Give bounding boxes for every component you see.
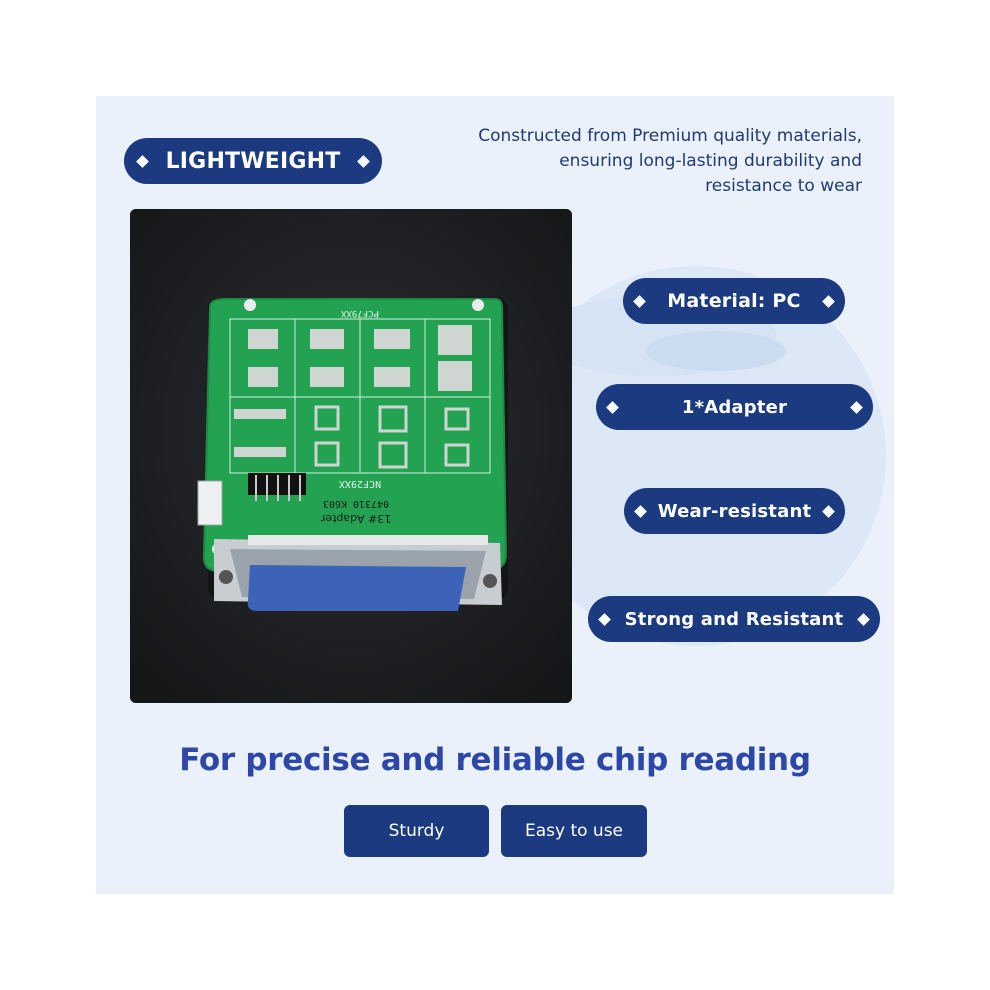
easy-to-use-label: Easy to use bbox=[524, 821, 624, 841]
pcb-adapter-image: PCF79XX NCF29XX 047310 K603 13# Adapter bbox=[130, 209, 572, 703]
sturdy-button[interactable]: Sturdy bbox=[344, 805, 489, 857]
badge-adapter: 1*Adapter bbox=[596, 384, 873, 430]
sturdy-label: Sturdy bbox=[388, 821, 445, 841]
easy-to-use-button[interactable]: Easy to use bbox=[501, 805, 647, 857]
badge-lightweight: LIGHTWEIGHT bbox=[124, 138, 382, 184]
product-photo: PCF79XX NCF29XX 047310 K603 13# Adapter bbox=[130, 209, 572, 703]
description-line: ensuring long-lasting durability and bbox=[559, 151, 862, 171]
svg-text:13# Adapter: 13# Adapter bbox=[320, 512, 391, 525]
description-line: resistance to wear bbox=[705, 176, 862, 196]
svg-text:NCF29XX: NCF29XX bbox=[339, 478, 381, 489]
diamond-icon bbox=[857, 612, 870, 626]
diamond-icon bbox=[850, 400, 863, 414]
headline: For precise and reliable chip reading bbox=[179, 742, 811, 778]
svg-text:047310 K603: 047310 K603 bbox=[323, 498, 389, 509]
badge-strong-resistant: Strong and Resistant bbox=[588, 596, 880, 642]
badge-material: Material: PC bbox=[623, 278, 845, 324]
description-text: Constructed from Premium quality materia… bbox=[400, 124, 862, 199]
svg-text:PCF79XX: PCF79XX bbox=[340, 308, 379, 318]
description-line: Constructed from Premium quality materia… bbox=[478, 126, 862, 146]
diamond-icon bbox=[822, 294, 835, 308]
badge-wear-resistant: Wear-resistant bbox=[624, 488, 845, 534]
diamond-icon bbox=[357, 154, 370, 168]
diamond-icon bbox=[822, 504, 835, 518]
